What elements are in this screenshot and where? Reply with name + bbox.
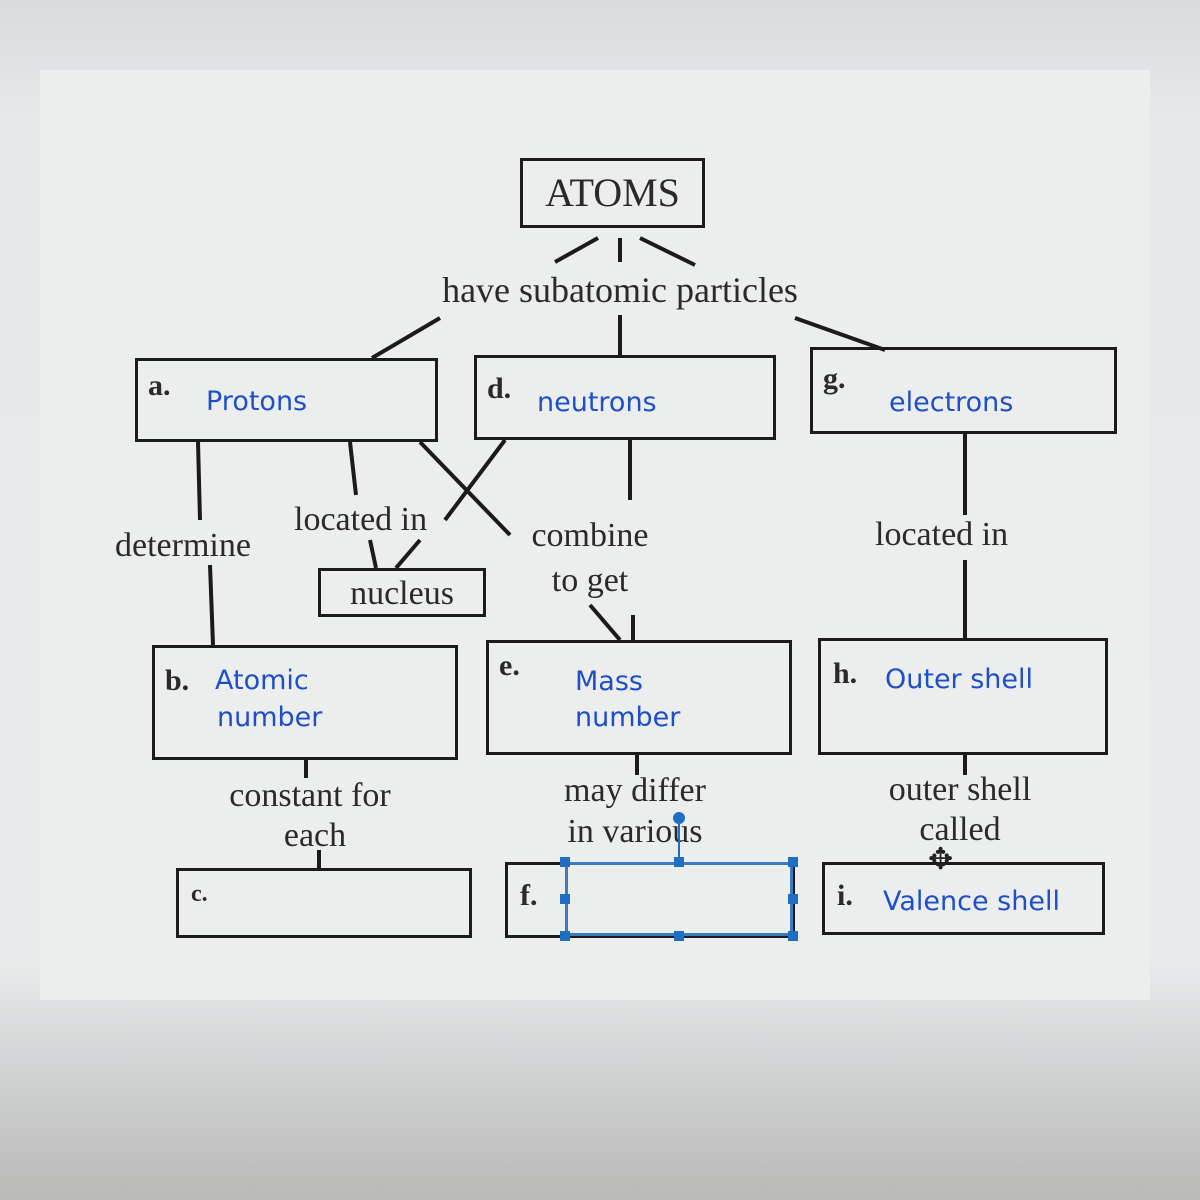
connector [588,603,622,642]
box-a[interactable]: a. Protons [135,358,438,442]
box-g[interactable]: g. electrons [810,347,1117,434]
resize-handle[interactable] [560,894,570,904]
resize-handle[interactable] [788,894,798,904]
answer-d: neutrons [537,387,657,418]
answer-i: Valence shell [883,886,1060,917]
box-h[interactable]: h. Outer shell [818,638,1108,755]
connector [639,236,696,267]
link-determine: determine [115,527,251,564]
label-e: e. [499,649,520,682]
label-d: d. [487,372,512,405]
connector [196,441,202,521]
text-box-selection[interactable] [565,862,793,936]
answer-b-line1: Atomic [215,665,309,696]
box-b[interactable]: b. Atomic number [152,645,458,760]
resize-handle[interactable] [560,857,570,867]
move-cursor-icon: ✥ [928,842,954,877]
link-located-in-left: located in [294,501,428,538]
resize-handle[interactable] [560,931,570,941]
label-c: c. [191,881,208,907]
link-located-in-right: located in [875,516,1009,553]
resize-handle[interactable] [788,857,798,867]
answer-g: electrons [889,387,1014,418]
link-in-various: in various [567,813,703,850]
label-b: b. [165,664,190,697]
answer-e-line1: Mass [575,666,643,697]
connector [208,564,215,646]
connector [443,438,507,522]
resize-handle[interactable] [788,931,798,941]
link-combine: combine [531,517,649,554]
label-f: f. [520,879,538,912]
answer-h: Outer shell [885,664,1034,695]
box-d[interactable]: d. neutrons [474,355,776,440]
connector [794,316,886,352]
connector [368,539,378,569]
answer-b-line2: number [217,702,323,733]
label-a: a. [148,369,171,402]
atoms-box: ATOMS [520,158,705,228]
link-called: called [919,811,1001,848]
link-outer-shell: outer shell [888,771,1032,808]
resize-handle[interactable] [674,857,684,867]
link-may-differ: may differ [564,772,706,809]
link-constant-for: constant for [229,777,391,814]
box-e[interactable]: e. Mass number [486,640,792,755]
nucleus-box: nucleus [318,568,486,617]
link-each: each [283,817,347,854]
label-g: g. [823,362,846,395]
answer-e-line2: number [575,702,681,733]
nucleus-label: nucleus [350,575,454,612]
link-have-subatomic: have subatomic particles [442,270,798,310]
atoms-title: ATOMS [545,170,680,215]
resize-handle[interactable] [674,931,684,941]
connector [370,316,442,360]
connector [418,440,512,537]
connector [348,441,358,496]
box-c[interactable]: c. [176,868,472,938]
box-i[interactable]: i. Valence shell [822,862,1105,935]
connector [554,236,599,264]
label-i: i. [837,879,853,912]
rotate-handle[interactable] [673,812,685,824]
rotate-handle-stem [678,824,680,858]
answer-a: Protons [206,386,308,417]
connector [394,538,422,570]
link-to-get: to get [551,562,629,599]
label-h: h. [833,657,858,690]
